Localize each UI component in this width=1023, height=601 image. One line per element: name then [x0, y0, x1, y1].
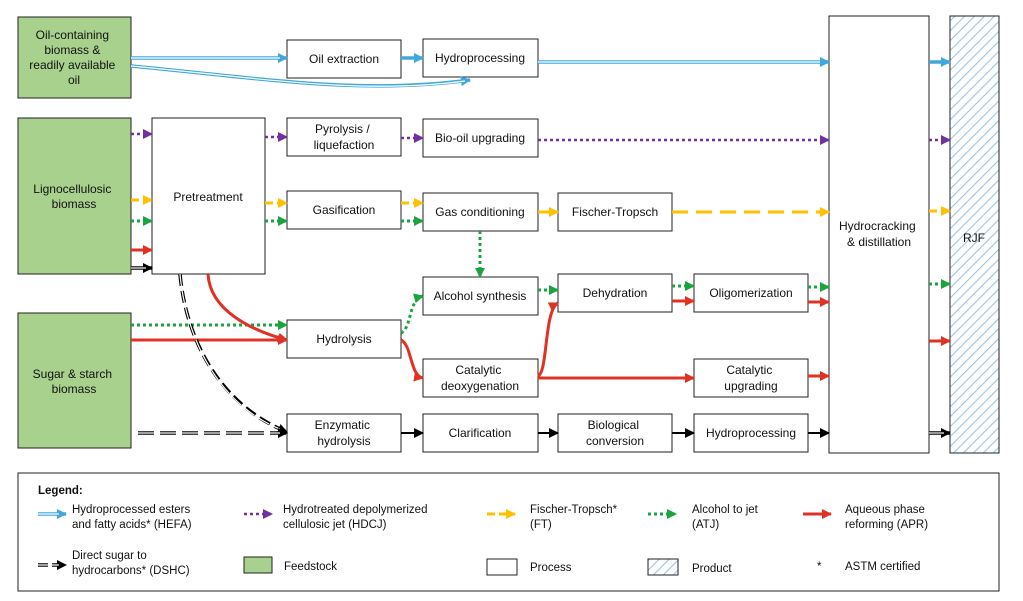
gas-conditioning-box [422, 192, 539, 232]
atj-arrow-hydrolysis-to-alcohol [400, 293, 424, 335]
biooil-label: Bio-oil upgrading [435, 131, 525, 145]
hydroprocessing-bottom-label: Hydroprocessing [706, 426, 796, 440]
hydrolysis-box [286, 319, 402, 359]
dehydration-box [557, 273, 673, 313]
hydrolysis-label: Hydrolysis [316, 332, 371, 346]
legend-dshc-text: Direct sugar to hydrocarbons* (DSHC) [72, 550, 190, 577]
catalytic-deoxygenation-box [422, 358, 539, 398]
feedstock-oil-box [17, 16, 132, 99]
oil-extraction-box [286, 39, 402, 79]
hydrocracking-box [828, 15, 930, 454]
legend-hefa-text: Hydroprocessed esters and fatty acids* (… [72, 504, 193, 531]
biological-conversion-label: Biological conversion [586, 418, 644, 448]
fischer-tropsch-box [557, 192, 673, 232]
hdcj-arrows [131, 129, 951, 145]
legend-process-text: Process [530, 562, 572, 574]
feedstock-ligno-label: Lignocellulosic biomass [33, 182, 114, 211]
biological-conversion-box [557, 413, 673, 453]
biooil-box [422, 118, 539, 158]
pyrolysis-label: Pyrolysis / liquefaction [314, 122, 375, 152]
atj-arrows [131, 216, 951, 335]
legend-feedstock-text: Feedstock [284, 561, 337, 573]
hefa-arrows [130, 53, 951, 88]
catalytic-deoxygenation-label: Catalytic deoxygenation [441, 363, 519, 393]
legend-atj-text: Alcohol to jet (ATJ) [692, 504, 761, 531]
apr-arrows [131, 245, 951, 383]
rjf-label: RJF [963, 231, 985, 245]
feedstock-oil-label: Oil-containing biomass & readily availab… [29, 28, 118, 87]
feedstock-sugar-box [17, 312, 132, 449]
oligomerization-box [693, 273, 809, 313]
pretreatment-label: Pretreatment [173, 190, 243, 204]
enzymatic-hydrolysis-label: Enzymatic hydrolysis [315, 418, 374, 448]
catalytic-upgrading-label: Catalytic upgrading [724, 363, 777, 393]
legend-process-swatch [486, 558, 518, 576]
legend-asterisk: * [817, 561, 822, 573]
legend-ft-text: Fischer-Tropsch* (FT) [530, 504, 620, 531]
feedstock-ligno-box [17, 117, 132, 275]
legend-apr-text: Aqueous phase reforming (APR) [845, 504, 928, 531]
enzymatic-hydrolysis-box [286, 413, 402, 453]
legend-product-swatch [647, 558, 679, 576]
dshc-arrows [131, 263, 951, 438]
catalytic-upgrading-box [693, 358, 809, 398]
ft-arrows [131, 195, 951, 217]
legend-product-text: Product [692, 563, 732, 575]
legend-feedstock-swatch [243, 556, 273, 574]
dehydration-label: Dehydration [583, 286, 648, 300]
hydroprocessing-top-label: Hydroprocessing [435, 51, 525, 65]
gasification-box [286, 190, 402, 230]
fischer-tropsch-label: Fischer-Tropsch [572, 205, 658, 219]
legend: Legend: Hydroprocessed esters and fatty … [17, 472, 1000, 592]
gasification-label: Gasification [313, 203, 376, 217]
legend-hdcj-text: Hydrotreated depolymerized cellulosic je… [283, 504, 431, 531]
hydrocracking-label: Hydrocracking & distillation [839, 219, 919, 249]
clarification-label: Clarification [449, 426, 512, 440]
alcohol-synthesis-label: Alcohol synthesis [434, 289, 527, 303]
hydroprocessing-bottom-box [693, 413, 809, 453]
feedstock-sugar-label: Sugar & starch biomass [33, 367, 116, 396]
apr-arrow-hydrolysis-to-deox [400, 338, 424, 382]
alcohol-synthesis-box [422, 276, 539, 316]
legend-title: Legend: [38, 485, 83, 497]
oligomerization-label: Oligomerization [709, 286, 792, 300]
apr-arrow-pretreatment-to-hydrolysis [206, 273, 288, 343]
clarification-box [422, 413, 539, 453]
gas-conditioning-label: Gas conditioning [435, 205, 524, 219]
rjf-product-box [949, 15, 1000, 454]
hydroprocessing-top-box [422, 38, 539, 78]
dshc-arrow-pretreatment-to-enzymatic [178, 273, 288, 434]
apr-arrow-deox-to-dehydration [536, 301, 560, 378]
oil-extraction-label: Oil extraction [309, 52, 379, 66]
pyrolysis-box [286, 117, 402, 157]
legend-astm-text: ASTM certified [845, 561, 920, 573]
